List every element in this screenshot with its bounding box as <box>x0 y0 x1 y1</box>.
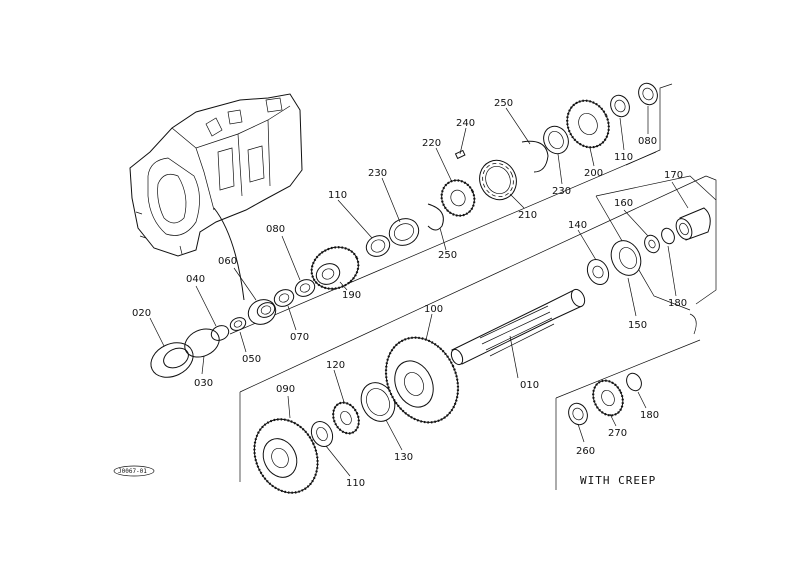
part-110-needle-bearing-lower <box>310 420 334 448</box>
part-180-circlip-creep <box>626 372 642 392</box>
leader-lines <box>149 106 689 477</box>
label-200: 200 <box>584 168 603 179</box>
part-010-main-shaft <box>450 288 586 366</box>
drawing-code-stamp: J0067-01 <box>113 465 155 477</box>
label-230-right: 230 <box>552 186 571 197</box>
part-200-gear <box>566 99 610 149</box>
part-080-washer-left <box>294 279 316 297</box>
part-230-ring-right <box>543 125 569 155</box>
part-100-gear <box>384 336 460 424</box>
part-250-snap-ring-right <box>521 140 549 173</box>
label-110-lower: 110 <box>346 478 365 489</box>
part-270-gear <box>592 379 624 417</box>
transmission-case <box>129 93 303 301</box>
part-250-snap-ring-left <box>427 203 444 231</box>
label-090: 090 <box>276 384 295 395</box>
label-230-left: 230 <box>368 168 387 179</box>
part-240-key <box>454 149 466 160</box>
label-170: 170 <box>664 170 683 181</box>
label-190: 190 <box>342 290 361 301</box>
part-030-ring <box>184 328 220 358</box>
label-250-right: 250 <box>494 98 513 109</box>
label-270: 270 <box>608 428 627 439</box>
part-080-washer-right <box>638 82 658 106</box>
label-140: 140 <box>568 220 587 231</box>
part-020-seal <box>150 342 194 378</box>
label-110-upper: 110 <box>328 190 347 201</box>
part-070-collar <box>273 289 295 307</box>
label-030: 030 <box>194 378 213 389</box>
part-labels: 020 030 040 050 060 070 080 080 090 100 … <box>132 98 687 489</box>
label-080-right: 080 <box>638 136 657 147</box>
inset-caption: WITH CREEP <box>580 474 656 487</box>
drawing-code: J0067-01 <box>118 468 147 475</box>
part-110-needle-bearing-upper <box>365 235 391 257</box>
part-140-washer <box>586 258 610 286</box>
label-040: 040 <box>186 274 205 285</box>
label-180-main: 180 <box>668 298 687 309</box>
label-210: 210 <box>518 210 537 221</box>
label-070: 070 <box>290 332 309 343</box>
part-050-washer <box>229 317 247 331</box>
label-100: 100 <box>424 304 443 315</box>
part-110-needle-bearing-right <box>610 94 630 118</box>
part-120-gear <box>332 401 360 435</box>
part-260-bearing <box>568 402 588 426</box>
part-210-sleeve <box>479 159 517 201</box>
label-020: 020 <box>132 308 151 319</box>
part-040-circlip <box>210 325 230 341</box>
part-060-bearing <box>247 299 277 325</box>
panel-outlines <box>229 83 717 490</box>
label-150: 150 <box>628 320 647 331</box>
part-180-circlip-main <box>661 227 675 245</box>
label-080-left: 080 <box>266 224 285 235</box>
part-090-gear <box>253 418 319 494</box>
part-170-bearing <box>675 207 711 241</box>
label-060: 060 <box>218 256 237 267</box>
label-010: 010 <box>520 380 539 391</box>
label-050: 050 <box>242 354 261 365</box>
label-160: 160 <box>614 198 633 209</box>
part-230-ring-left <box>388 218 420 246</box>
label-110-right: 110 <box>614 152 633 163</box>
label-220: 220 <box>422 138 441 149</box>
label-130: 130 <box>394 452 413 463</box>
label-120: 120 <box>326 360 345 371</box>
label-180-creep: 180 <box>640 410 659 421</box>
part-150-bearing <box>610 240 642 276</box>
part-220-hub <box>440 179 476 217</box>
label-260: 260 <box>576 446 595 457</box>
label-240: 240 <box>456 118 475 129</box>
part-160-washer <box>644 234 660 254</box>
label-250-left: 250 <box>438 250 457 261</box>
part-190-gear <box>310 246 360 290</box>
